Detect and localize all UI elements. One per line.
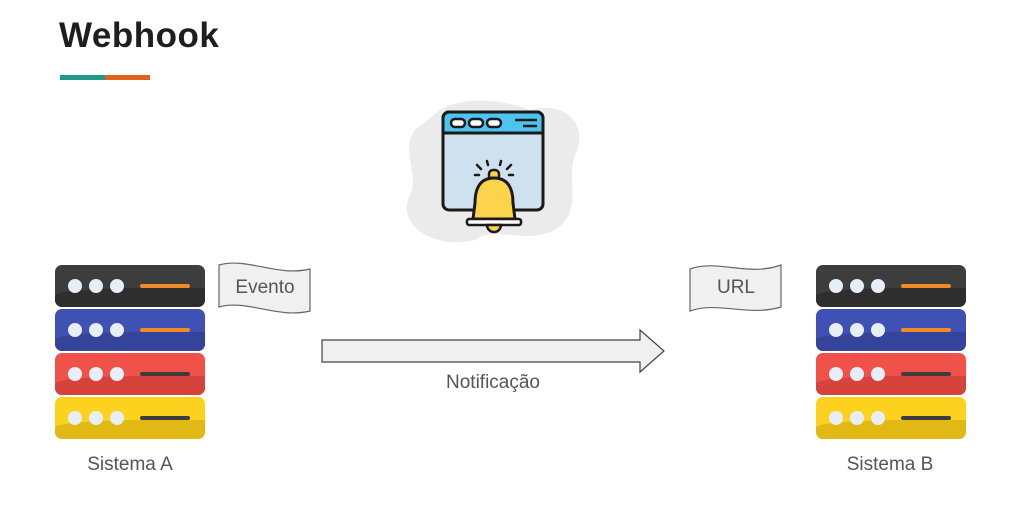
notificacao-label: Notificação xyxy=(446,372,540,393)
server-row-shade xyxy=(816,332,966,351)
server-light-icon xyxy=(829,367,843,381)
server-row-shade xyxy=(816,420,966,439)
server-light-icon xyxy=(829,279,843,293)
server-slot-icon xyxy=(140,416,190,420)
server-slot-icon xyxy=(901,284,951,288)
server-light-icon xyxy=(68,367,82,381)
server-light-icon xyxy=(871,411,885,425)
server-light-icon xyxy=(871,367,885,381)
server-slot-icon xyxy=(140,284,190,288)
sistema-a-label: Sistema A xyxy=(87,454,173,475)
flag-banner-icon xyxy=(218,262,311,314)
browser-bell-icon xyxy=(406,100,580,243)
server-row-shade xyxy=(816,288,966,307)
page-title: Webhook xyxy=(59,16,220,55)
server-row xyxy=(816,265,966,307)
server-row xyxy=(55,353,205,395)
server-light-icon xyxy=(68,323,82,337)
server-row xyxy=(816,309,966,351)
server-sistema-a-icon xyxy=(55,265,205,441)
server-light-icon xyxy=(89,323,103,337)
server-light-icon xyxy=(110,279,124,293)
server-light-icon xyxy=(850,279,864,293)
server-row-shade xyxy=(55,288,205,307)
server-row xyxy=(816,397,966,439)
server-slot-icon xyxy=(901,372,951,376)
server-row xyxy=(55,309,205,351)
url-label: URL xyxy=(716,277,755,298)
server-light-icon xyxy=(110,411,124,425)
server-slot-icon xyxy=(140,328,190,332)
server-light-icon xyxy=(829,323,843,337)
server-light-icon xyxy=(871,323,885,337)
server-slot-icon xyxy=(901,416,951,420)
server-row-shade xyxy=(55,332,205,351)
server-row-shade xyxy=(816,376,966,395)
server-light-icon xyxy=(850,323,864,337)
evento-label: Evento xyxy=(235,277,295,298)
server-light-icon xyxy=(829,411,843,425)
server-light-icon xyxy=(850,367,864,381)
server-light-icon xyxy=(68,279,82,293)
server-light-icon xyxy=(89,367,103,381)
server-light-icon xyxy=(110,323,124,337)
server-slot-icon xyxy=(901,328,951,332)
server-row xyxy=(55,265,205,307)
server-row xyxy=(55,397,205,439)
server-row-shade xyxy=(55,376,205,395)
server-slot-icon xyxy=(140,372,190,376)
title-underline xyxy=(60,75,150,80)
server-light-icon xyxy=(68,411,82,425)
server-light-icon xyxy=(89,411,103,425)
server-row-shade xyxy=(55,420,205,439)
server-light-icon xyxy=(850,411,864,425)
server-row xyxy=(816,353,966,395)
sistema-b-label: Sistema B xyxy=(846,454,934,475)
server-sistema-b-icon xyxy=(816,265,966,441)
right-arrow-icon xyxy=(321,328,665,374)
flag-banner-icon xyxy=(689,264,782,312)
server-light-icon xyxy=(110,367,124,381)
server-light-icon xyxy=(871,279,885,293)
server-light-icon xyxy=(89,279,103,293)
